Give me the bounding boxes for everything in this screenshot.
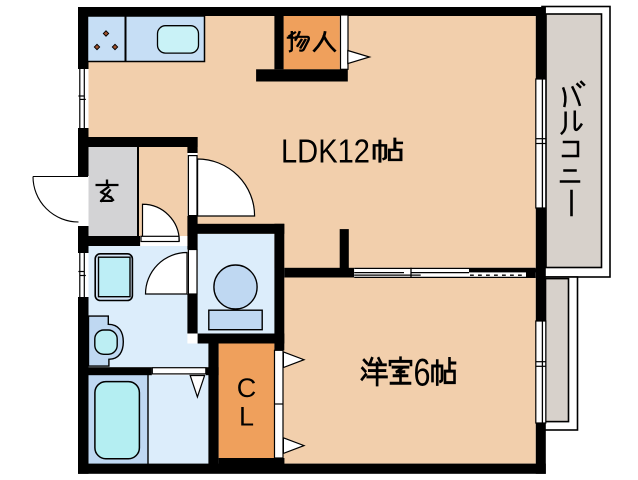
svg-text:6: 6 (414, 351, 431, 394)
svg-text:LDK12: LDK12 (281, 132, 370, 169)
svg-text:C: C (237, 373, 257, 403)
svg-text:L: L (239, 402, 254, 432)
